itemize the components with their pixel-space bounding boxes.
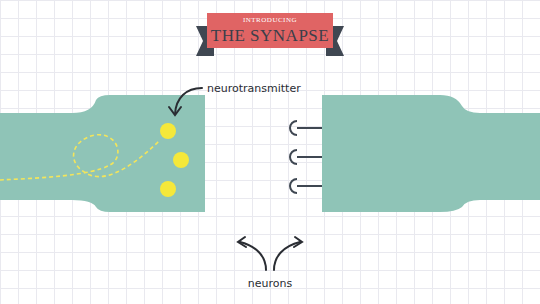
callout-label: neurotransmitter bbox=[207, 83, 301, 94]
neuron-axon-terminal bbox=[0, 95, 205, 212]
neurotransmitter-dot bbox=[160, 123, 176, 139]
ribbon-band bbox=[207, 13, 333, 48]
dashed-trajectory bbox=[0, 135, 160, 180]
neurotransmitter-dot bbox=[160, 181, 176, 197]
receptors bbox=[290, 121, 322, 193]
neurotransmitter-dot bbox=[173, 152, 189, 168]
subtitle-text: INTRODUCING bbox=[243, 17, 297, 24]
neuron-dendrite bbox=[322, 95, 540, 212]
title-text: THE SYNAPSE bbox=[211, 27, 329, 44]
callout-label: neurons bbox=[248, 278, 292, 289]
callout-arrows bbox=[169, 88, 302, 270]
